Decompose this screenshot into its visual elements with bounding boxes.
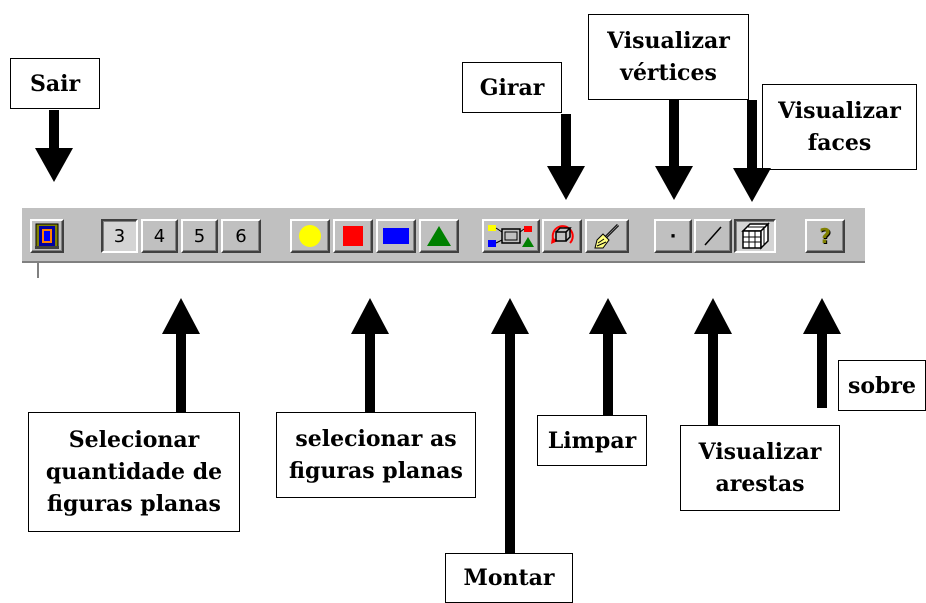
triangle-shape-icon xyxy=(427,226,451,246)
label-visualizar-vertices: Visualizar vértices xyxy=(588,14,749,100)
view-vertices-button[interactable]: · xyxy=(654,219,692,253)
arrow-visualizar-vertices xyxy=(655,100,693,200)
square-shape-icon xyxy=(343,226,363,246)
label-visualizar-faces: Visualizar faces xyxy=(762,84,917,170)
clear-button[interactable] xyxy=(585,219,629,253)
label-selecionar-quantidade: Selecionar quantidade de figuras planas xyxy=(28,412,240,532)
quantity-button-3[interactable]: 3 xyxy=(101,219,138,253)
quantity-label: 6 xyxy=(235,225,247,247)
assemble-button[interactable] xyxy=(482,219,540,253)
quantity-label: 4 xyxy=(153,225,166,247)
line-icon xyxy=(704,226,722,246)
arrow-visualizar-arestas xyxy=(694,298,732,425)
point-icon: · xyxy=(669,225,677,247)
label-sair: Sair xyxy=(10,58,100,109)
label-visualizar-arestas: Visualizar arestas xyxy=(680,425,840,511)
about-button[interactable]: ? xyxy=(805,219,845,253)
arrow-montar xyxy=(491,298,529,553)
view-edges-button[interactable] xyxy=(694,219,732,253)
arrow-girar xyxy=(547,114,585,200)
circle-shape-icon xyxy=(299,225,321,247)
help-icon: ? xyxy=(819,224,831,248)
label-montar: Montar xyxy=(445,553,573,603)
brush-icon xyxy=(594,223,620,249)
arrow-selecionar-figuras xyxy=(351,298,389,412)
exit-door-icon xyxy=(35,223,59,249)
cube-icon xyxy=(741,222,770,250)
label-sobre: sobre xyxy=(838,360,926,411)
arrow-selecionar-quantidade xyxy=(162,298,200,412)
quantity-button-4[interactable]: 4 xyxy=(141,219,178,253)
quantity-button-6[interactable]: 6 xyxy=(221,219,261,253)
label-girar: Girar xyxy=(462,62,562,113)
toolbar-edge xyxy=(37,263,39,278)
arrow-visualizar-faces xyxy=(733,100,771,202)
view-faces-button[interactable] xyxy=(734,219,776,253)
arrow-limpar xyxy=(589,298,627,415)
arrow-sobre xyxy=(803,298,841,408)
assemble-icon xyxy=(488,225,534,247)
label-selecionar-figuras: selecionar as figuras planas xyxy=(276,412,476,498)
rectangle-shape-icon xyxy=(383,228,409,244)
rotate-button[interactable] xyxy=(542,219,582,253)
triangle-shape-button[interactable] xyxy=(419,219,459,253)
label-limpar: Limpar xyxy=(537,415,647,466)
circle-shape-button[interactable] xyxy=(290,219,330,253)
quantity-label: 3 xyxy=(113,225,126,247)
exit-button[interactable] xyxy=(30,219,64,253)
quantity-label: 5 xyxy=(193,225,206,247)
rotate-icon xyxy=(551,225,574,244)
arrow-sair xyxy=(35,110,73,182)
quantity-button-5[interactable]: 5 xyxy=(181,219,218,253)
rectangle-shape-button[interactable] xyxy=(376,219,416,253)
square-shape-button[interactable] xyxy=(333,219,373,253)
